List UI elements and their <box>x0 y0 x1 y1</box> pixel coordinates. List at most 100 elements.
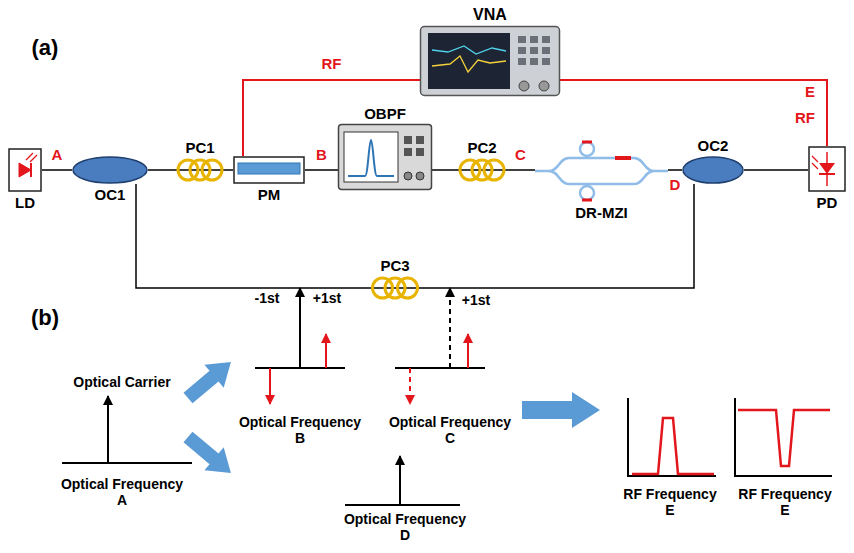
micro-ring <box>580 142 594 156</box>
polarization-controller: PC3 <box>370 276 420 300</box>
optical-fiber <box>224 169 233 171</box>
heater <box>582 141 592 144</box>
optical-fiber <box>668 169 682 171</box>
flow-arrow <box>178 351 240 410</box>
modulator-body <box>234 157 304 183</box>
axis-label: Optical Frequency B <box>231 414 369 446</box>
spectrum-label: Optical Carrier <box>71 374 172 390</box>
polarization-controller: PC1 <box>176 158 224 182</box>
node-outline <box>420 26 560 96</box>
sideband-line <box>269 368 271 404</box>
node-outline <box>458 158 506 182</box>
heater <box>615 156 631 160</box>
analyzer-button <box>542 47 550 54</box>
node-outline <box>233 156 305 184</box>
optical-coupler: OC1 <box>72 156 148 184</box>
node-outline <box>808 146 846 192</box>
component-label: LD <box>15 194 35 211</box>
sideband-label: +1st <box>460 292 492 308</box>
optical-fiber <box>148 169 176 171</box>
analyzer-port <box>539 81 549 91</box>
laser-body <box>9 149 41 191</box>
analyzer-port <box>519 81 529 91</box>
analyzer-button <box>530 47 538 54</box>
photodetector: PD <box>808 146 846 192</box>
component-label: PC3 <box>380 257 409 274</box>
node-outline <box>176 158 224 182</box>
optical-fiber <box>744 169 808 171</box>
waveguide-arm <box>535 158 668 171</box>
filter-button <box>404 148 412 156</box>
filter-button <box>416 148 424 156</box>
diode-bar <box>30 163 32 177</box>
mzi-chip: DR-MZI <box>535 140 668 202</box>
analyzer-body <box>421 27 560 96</box>
sideband-label: +1st <box>311 290 343 306</box>
modulator-waveguide <box>238 163 300 174</box>
analyzer-button <box>530 58 538 65</box>
waveguide-arm <box>549 171 654 184</box>
carrier-line <box>299 288 301 368</box>
signal-label: B <box>314 146 329 163</box>
notch-response <box>738 410 830 466</box>
optical-fiber <box>136 184 370 288</box>
axis-label: Optical Frequency C <box>381 414 519 446</box>
sideband-line <box>467 334 469 368</box>
diode-symbol <box>819 163 835 174</box>
analyzer-button <box>542 58 550 65</box>
light-arrows <box>812 156 818 169</box>
component-label: PM <box>258 186 281 203</box>
frequency-axis <box>62 462 192 464</box>
optical-fiber <box>42 169 72 171</box>
detector-body <box>809 147 845 191</box>
flow-arrow <box>522 392 600 428</box>
fiber-loop <box>202 160 222 180</box>
component-label: OC1 <box>95 186 126 203</box>
signal-label: RF <box>320 55 344 72</box>
polarization-controller: PC2 <box>458 158 506 182</box>
bandpass-response <box>632 418 714 474</box>
component-label: OBPF <box>364 105 406 122</box>
coupler-shape <box>73 157 147 183</box>
filter-button <box>416 136 424 144</box>
panel-label: (a) <box>30 35 61 60</box>
carrier-line <box>399 456 401 505</box>
analyzer-button <box>518 58 526 65</box>
micro-ring <box>580 186 594 200</box>
filter-button <box>404 136 412 144</box>
signal-label: D <box>668 176 683 193</box>
axis-label: RF Frequency E <box>616 486 724 518</box>
signal-label: A <box>50 146 65 163</box>
optical-fiber <box>305 169 338 171</box>
component-label: DR-MZI <box>575 204 628 221</box>
node-outline <box>338 124 432 190</box>
component-label: PC2 <box>467 139 496 156</box>
screen-trace <box>432 56 506 72</box>
optical-fiber <box>506 169 535 171</box>
plot-axes <box>735 398 832 476</box>
fiber-through <box>176 169 224 171</box>
node-outline <box>535 140 668 202</box>
carrier-line <box>107 396 109 463</box>
frequency-axis <box>345 504 460 506</box>
phase-modulator: PM <box>233 156 305 184</box>
coupler-shape <box>683 157 743 183</box>
component-label: VNA <box>473 6 507 24</box>
filter-body <box>339 125 432 190</box>
node-outline <box>682 156 744 184</box>
filter-screen <box>344 132 398 182</box>
component-label: PD <box>817 194 838 211</box>
plot-axes <box>628 398 716 476</box>
sideband-line <box>409 368 411 404</box>
axis-label: Optical Frequency D <box>336 511 474 543</box>
optical-fiber <box>420 184 694 288</box>
diode-bar <box>819 173 835 175</box>
node-outline <box>72 156 148 184</box>
diode-symbol <box>19 163 31 177</box>
laser-diode: LD <box>8 148 42 192</box>
analyzer-button <box>518 36 526 43</box>
component-label: PC1 <box>185 139 214 156</box>
network-analyzer: VNA <box>420 26 560 96</box>
screen-trace <box>432 46 506 54</box>
